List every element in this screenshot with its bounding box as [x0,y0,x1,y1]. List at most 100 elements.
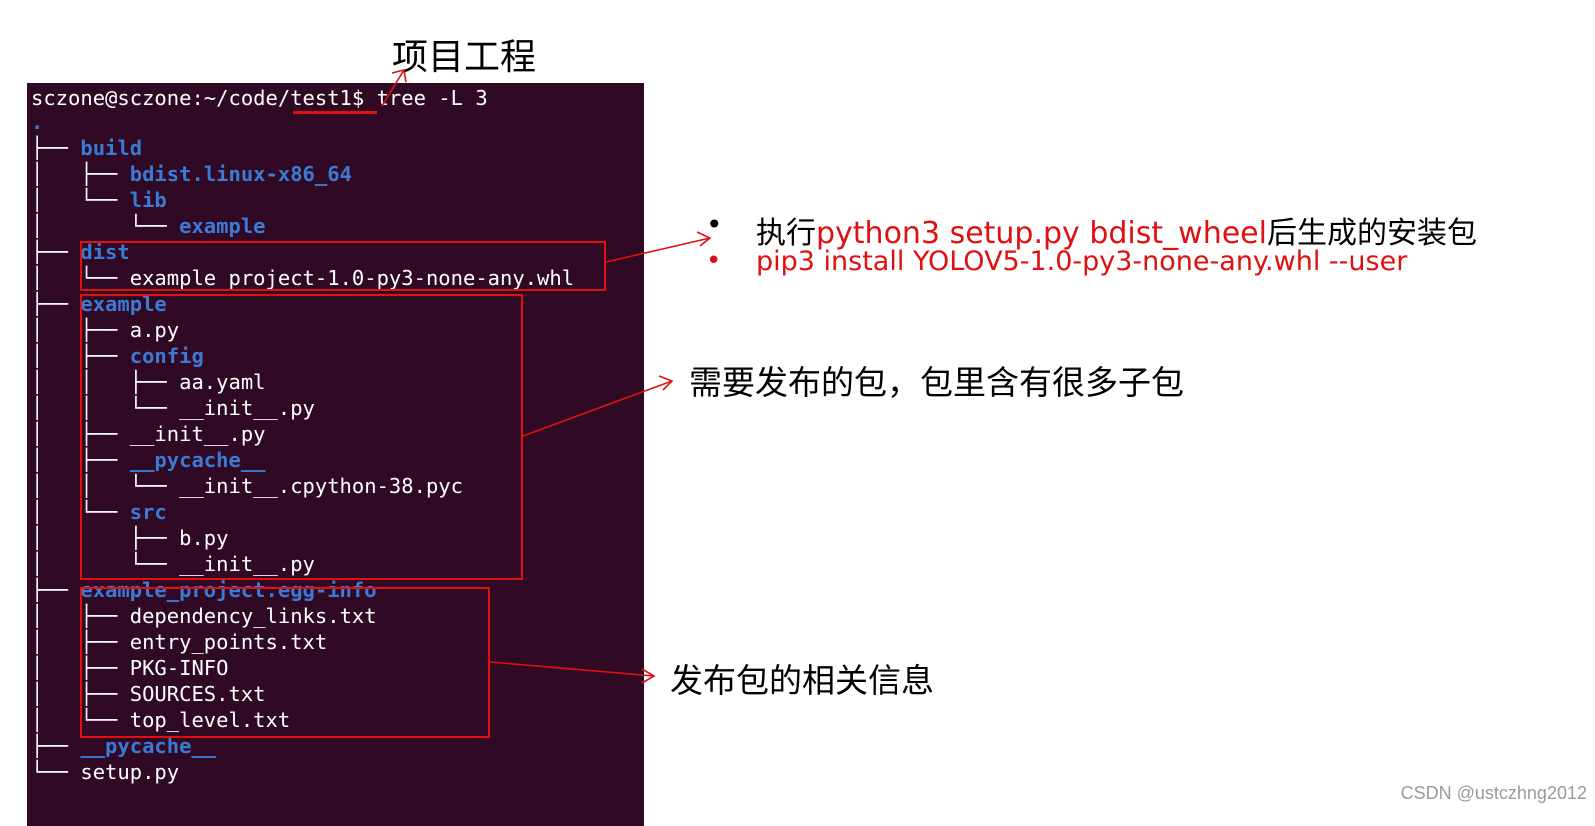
tree-guide: │ │ ├── [31,370,180,394]
tree-directory-name: build [80,136,143,160]
tree-row: │ ├── a.py [31,317,179,343]
bullet-1-text: 执行python3 setup.py bdist_wheel后生成的安装包 [756,208,1477,252]
tree-row: │ │ └── __init__.cpython-38.pyc [31,473,463,499]
tree-root-dot: . [31,110,44,134]
package-arrow-head [658,375,674,391]
tree-guide: │ ├── [31,318,130,342]
tree-row: │ └── top_level.txt [31,707,290,733]
tree-guide: │ │ └── [31,474,180,498]
test1-underline [293,111,377,114]
tree-row: │ └── __init__.py [31,551,315,577]
tree-directory-name: config [129,344,204,368]
terminal-window[interactable]: sczone@sczone:~/code/test1$ tree -L 3 . … [27,83,644,826]
tree-file-name: entry_points.txt [129,630,328,654]
tree-row: │ └── src [31,499,167,525]
tree-file-name: setup.py [80,760,180,784]
title-arrow [381,69,405,107]
tree-guide: │ ├── [31,162,130,186]
bullet-2-mark: • [706,246,722,276]
tree-row: │ └── example [31,213,266,239]
tree-guide: ├── [31,136,81,160]
tree-directory-name: example_project.egg-info [80,578,377,602]
tree-file-name: example_project-1.0-py3-none-any.whl [129,266,575,290]
tree-row: │ └── example_project-1.0-py3-none-any.w… [31,265,574,291]
tree-row: │ │ └── __init__.py [31,395,315,421]
tree-directory-name: bdist.linux-x86_64 [129,162,352,186]
tree-file-name: __init__.py [179,552,315,576]
watermark: CSDN @ustczhng2012 [1400,783,1587,803]
bullet-1-prefix: 执行 [756,216,816,251]
metadata-annotation: 发布包的相关信息 [670,661,934,700]
tree-guide: │ └── [31,552,180,576]
tree-row: ├── build [31,135,142,161]
tree-guide: └── [31,760,81,784]
tree-row: ├── example [31,291,167,317]
tree-guide: ├── [31,578,81,602]
tree-row: │ ├── bdist.linux-x86_64 [31,161,352,187]
tree-file-name: PKG-INFO [129,656,229,680]
project-title-annotation: 项目工程 [392,37,537,78]
tree-guide: │ ├── [31,604,130,628]
tree-guide: │ └── [31,708,130,732]
tree-file-name: dependency_links.txt [129,604,377,628]
prompt-line: sczone@sczone:~/code/test1$ tree -L 3 [31,85,488,111]
tree-row: │ ├── SOURCES.txt [31,681,266,707]
tree-file-name: __init__.cpython-38.pyc [179,474,463,498]
tree-guide: │ │ └── [31,396,180,420]
tree-guide: ├── [31,734,81,758]
tree-guide: ├── [31,292,81,316]
tree-guide: │ ├── [31,630,130,654]
metadata-arrow-head [641,668,656,684]
tree-row: └── setup.py [31,759,179,785]
tree-file-name: SOURCES.txt [129,682,266,706]
tree-guide: │ ├── [31,448,130,472]
tree-row: │ ├── entry_points.txt [31,629,327,655]
tree-guide: │ └── [31,500,130,524]
package-arrow [522,380,673,437]
title-arrow-head [391,69,407,83]
tree-row: ├── dist [31,239,130,265]
bullet-2-text: pip3 install YOLOV5-1.0-py3-none-any.whl… [756,246,1408,277]
tree-row: │ ├── __init__.py [31,421,266,447]
bullet-1-mark: • [706,208,723,241]
tree-file-name: __init__.py [129,422,266,446]
tree-guide: │ └── [31,266,130,290]
tree-row: │ │ ├── aa.yaml [31,369,266,395]
tree-row: │ ├── PKG-INFO [31,655,229,681]
tree-directory-name: example [80,292,167,316]
tree-file-name: __init__.py [179,396,315,420]
tree-file-name: a.py [129,318,180,342]
tree-row: │ ├── __pycache__ [31,447,266,473]
tree-guide: ├── [31,240,81,264]
tree-row: ├── __pycache__ [31,733,216,759]
dist-arrow [605,237,711,263]
tree-file-name: aa.yaml [179,370,266,394]
tree-directory-name: __pycache__ [80,734,217,758]
tree-directory-name: __pycache__ [129,448,266,472]
command-text: tree -L 3 [364,86,488,110]
dist-arrow-head [696,231,712,247]
dist-highlight-box [80,241,606,291]
tree-guide: │ ├── [31,422,130,446]
bullet-1-suffix: 后生成的安装包 [1266,216,1477,251]
tree-row: │ ├── config [31,343,204,369]
tree-directory-name: src [129,500,167,524]
prompt-dir: test1 [290,86,352,110]
tree-directory-name: lib [129,188,167,212]
tree-guide: │ ├── [31,682,130,706]
egg-info-highlight-box [80,587,490,738]
bullet-1-command: python3 setup.py bdist_wheel [816,216,1267,251]
prompt-text: sczone@sczone:~/code/ [31,86,291,110]
tree-row: │ └── lib [31,187,167,213]
example-highlight-box [80,294,523,580]
prompt-symbol: $ [351,86,365,110]
tree-root: . [31,109,43,135]
tree-file-name: top_level.txt [129,708,291,732]
tree-guide: │ └── [31,214,180,238]
tree-guide: │ └── [31,188,130,212]
tree-directory-name: example [179,214,266,238]
tree-row: ├── example_project.egg-info [31,577,377,603]
tree-directory-name: dist [80,240,130,264]
tree-file-name: b.py [179,526,229,550]
